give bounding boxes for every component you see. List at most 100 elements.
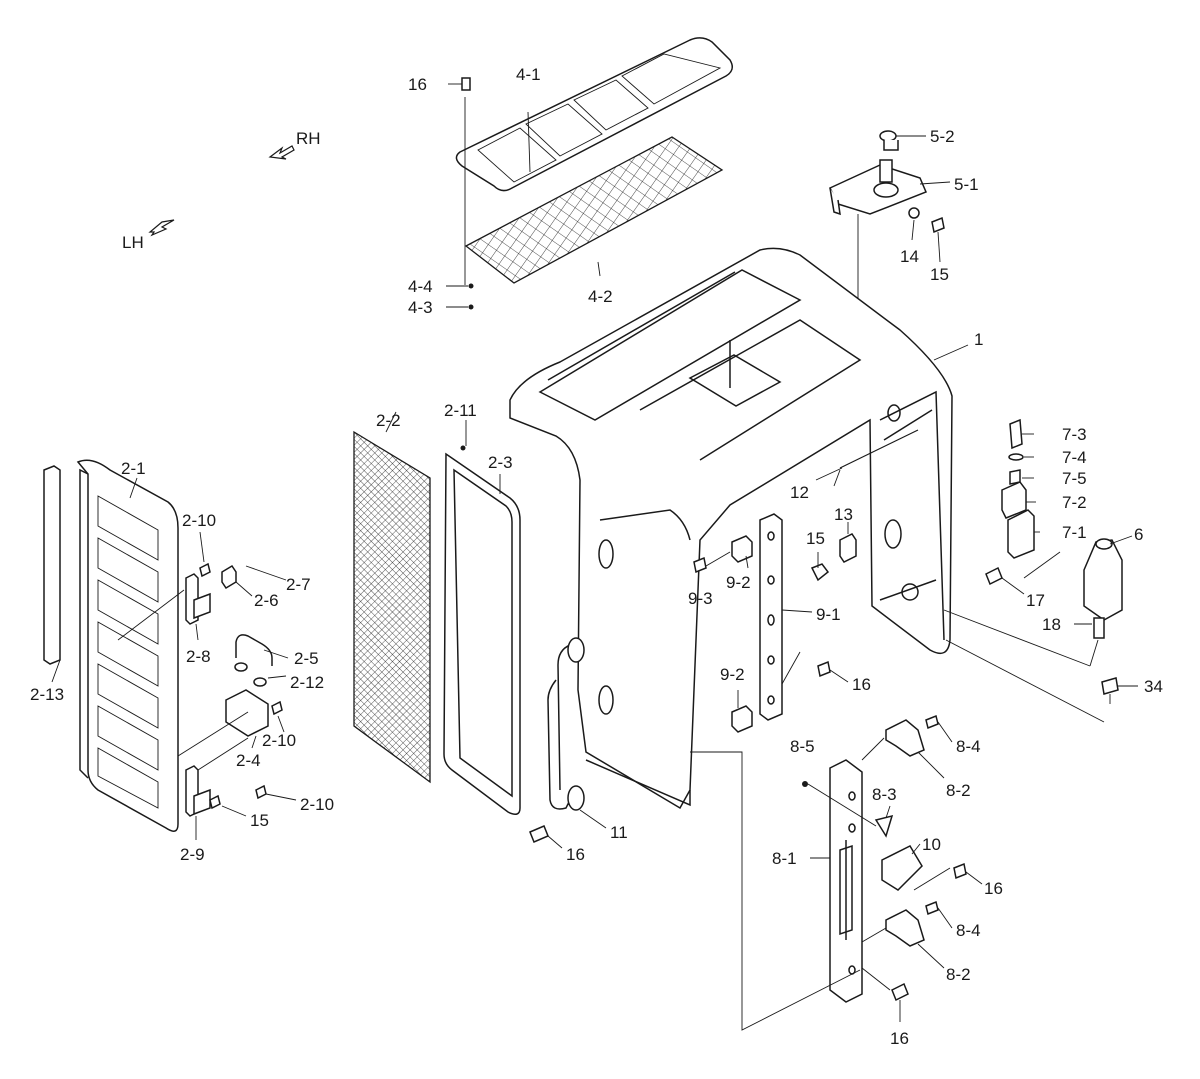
label-15-b: 15 <box>806 529 825 548</box>
label-15-c: 15 <box>250 811 269 830</box>
label-18: 18 <box>1042 615 1061 634</box>
leaders-7 <box>1022 433 1040 533</box>
part-7-3-bolt <box>1009 418 1023 450</box>
part-7-1-hinge <box>1007 509 1035 559</box>
label-2-1: 2-1 <box>121 459 146 478</box>
label-2-10-c: 2-10 <box>300 795 334 814</box>
part-18-pin <box>1093 617 1105 639</box>
label-2-11: 2-11 <box>444 401 477 420</box>
label-8-1: 8-1 <box>772 849 797 868</box>
leaders-middle <box>705 469 1061 708</box>
part-13-clip <box>839 533 857 563</box>
label-rh: RH <box>296 129 321 148</box>
label-9-3: 9-3 <box>688 589 713 608</box>
label-2-10-a: 2-10 <box>182 511 216 530</box>
labels: 1 2-1 2-2 2-3 2-4 2-5 2-6 2-7 2-8 2-9 2-… <box>30 65 1163 1048</box>
label-2-8: 2-8 <box>186 647 211 666</box>
arrow-lh-icon <box>148 219 175 237</box>
part-2-12-washer-a <box>234 662 248 672</box>
label-9-2-a: 9-2 <box>726 573 751 592</box>
part-5-2-cap <box>879 130 899 151</box>
part-8-5-dot <box>802 781 808 787</box>
part-2-3-frame <box>443 452 521 815</box>
label-12: 12 <box>790 483 809 502</box>
label-16-a: 16 <box>408 75 427 94</box>
part-2-13-strip <box>43 465 61 665</box>
label-16-b: 16 <box>852 675 871 694</box>
part-4-2-mesh-shape <box>464 136 724 284</box>
part-8-3-knob <box>874 814 894 838</box>
label-17: 17 <box>1026 591 1045 610</box>
label-14: 14 <box>900 247 919 266</box>
label-2-6: 2-6 <box>254 591 279 610</box>
part-2-12-washer-b <box>253 677 267 687</box>
label-5-2: 5-2 <box>930 127 955 146</box>
label-4-3: 4-3 <box>408 298 433 317</box>
label-7-1: 7-1 <box>1062 523 1087 542</box>
part-16-screw-right-a <box>953 862 967 880</box>
label-7-3: 7-3 <box>1062 425 1087 444</box>
label-1: 1 <box>974 330 983 349</box>
part-15-bolt-mid <box>810 563 830 582</box>
part-8-4-screw-a <box>925 714 939 730</box>
label-11: 11 <box>610 823 628 842</box>
part-14-nut <box>908 207 920 219</box>
label-16-e: 16 <box>890 1029 909 1048</box>
label-7-2: 7-2 <box>1062 493 1087 512</box>
label-9-2-b: 9-2 <box>720 665 745 684</box>
label-34: 34 <box>1144 677 1163 696</box>
label-10: 10 <box>922 835 941 854</box>
part-2-1-grille <box>76 459 179 832</box>
part-5-1-plate <box>828 159 927 410</box>
label-7-4: 7-4 <box>1062 448 1087 467</box>
label-4-2: 4-2 <box>588 287 613 306</box>
part-9-2-spacer-b <box>731 705 753 733</box>
label-16-c: 16 <box>566 845 585 864</box>
label-6: 6 <box>1134 525 1143 544</box>
label-4-1: 4-1 <box>516 65 541 84</box>
label-16-d: 16 <box>984 879 1003 898</box>
label-2-10-b: 2-10 <box>262 731 296 750</box>
leaders-8 <box>690 721 983 1031</box>
label-13: 13 <box>834 505 853 524</box>
label-8-2-a: 8-2 <box>946 781 971 800</box>
label-8-4-a: 8-4 <box>956 737 981 756</box>
label-lh: LH <box>122 233 144 252</box>
part-2-8-bracket <box>193 592 211 620</box>
part-4-2-mesh <box>0 0 1 1</box>
part-8-2-clamp-a <box>885 719 925 757</box>
leaders-left <box>51 83 951 849</box>
label-2-12: 2-12 <box>290 673 324 692</box>
label-2-13: 2-13 <box>30 685 64 704</box>
part-9-1-bracket <box>759 513 783 721</box>
part-4-3-dot <box>468 304 474 310</box>
label-8-3: 8-3 <box>872 785 897 804</box>
part-4-4-dot <box>468 283 474 289</box>
part-11-handle <box>529 637 585 843</box>
part-2-5-handle <box>235 634 273 666</box>
part-17-bolt <box>985 566 1003 586</box>
label-2-3: 2-3 <box>488 453 513 472</box>
label-2-2: 2-2 <box>376 411 401 430</box>
part-9-3-screw <box>693 556 707 574</box>
part-15-bolt-top <box>931 216 945 234</box>
direction-lh: LH <box>122 219 175 252</box>
label-8-4-b: 8-4 <box>956 921 981 940</box>
part-16-screw-top <box>461 77 471 91</box>
label-7-5: 7-5 <box>1062 469 1087 488</box>
part-2-10-screw-b <box>271 700 283 716</box>
label-5-1: 5-1 <box>954 175 979 194</box>
part-2-9-bracket <box>193 788 211 816</box>
label-4-4: 4-4 <box>408 277 433 296</box>
part-16-screw-right-b <box>891 982 909 1002</box>
part-2-2-mesh-panel <box>353 430 431 784</box>
arrow-rh-icon <box>268 145 295 160</box>
label-2-4: 2-4 <box>236 751 261 770</box>
part-9-2-spacer-a <box>731 535 753 563</box>
part-34-bolt <box>1101 677 1119 695</box>
part-8-4-screw-b <box>925 900 939 916</box>
part-16-screw-mid <box>817 660 831 678</box>
part-10-plate <box>881 845 923 891</box>
part-1-canopy-body <box>509 247 969 810</box>
